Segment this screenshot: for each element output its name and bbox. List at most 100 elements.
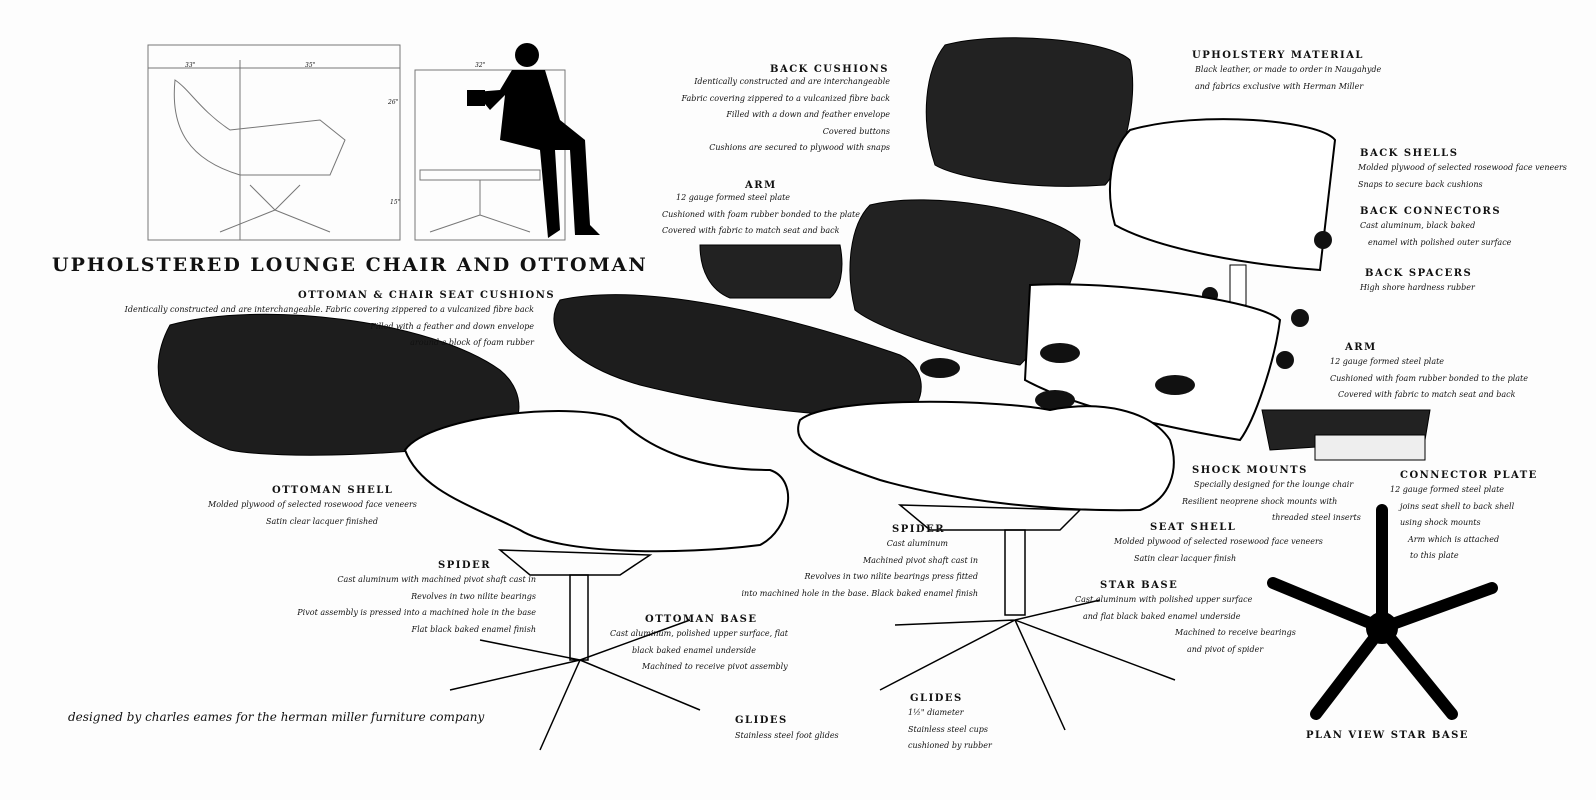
text-line: Flat black baked enamel finish xyxy=(411,624,536,634)
text-line: and fabrics exclusive with Herman Miller xyxy=(1195,81,1364,91)
arm-right-text: 12 gauge formed steel plate Cushioned wi… xyxy=(1330,354,1528,404)
child-silhouette-icon xyxy=(467,43,600,238)
back-connectors-heading: BACK CONNECTORS xyxy=(1360,206,1502,217)
text-line: joins seat shell to back shell xyxy=(1400,501,1515,511)
ottoman-base xyxy=(449,549,701,751)
dimension-label: 35" xyxy=(305,62,316,69)
ottoman-shell-text: Molded plywood of selected rosewood face… xyxy=(208,497,417,530)
text-line: Cushions are secured to plywood with sna… xyxy=(709,143,890,152)
back-cushions-text: Identically constructed and are intercha… xyxy=(682,74,891,157)
dimension-label: 26" xyxy=(388,99,399,106)
dimension-drawing xyxy=(147,44,566,241)
ottoman-shell-heading: OTTOMAN SHELL xyxy=(272,485,394,496)
plan-view-star-base-icon xyxy=(1267,504,1498,720)
text-line: and flat black baked enamel underside xyxy=(1083,611,1241,621)
text-line: Machined pivot shaft cast in xyxy=(862,555,978,565)
text-line: Covered with fabric to match seat and ba… xyxy=(662,226,840,235)
arm-left-heading: ARM xyxy=(745,180,777,191)
back-spacers-text: High shore hardness rubber xyxy=(1360,280,1475,297)
spider-mid-heading: SPIDER xyxy=(892,524,946,535)
shock-mounts-heading: SHOCK MOUNTS xyxy=(1192,465,1308,476)
shock-mounts-text: Specially designed for the lounge chair … xyxy=(1182,477,1361,527)
star-base xyxy=(879,504,1176,731)
text-line: Revolves in two nilite bearings xyxy=(411,591,536,601)
text-line: Resilient neoprene shock mounts with xyxy=(1182,496,1338,506)
arm-left-text: 12 gauge formed steel plate Cushioned wi… xyxy=(662,190,860,240)
text-line: to this plate xyxy=(1410,551,1459,560)
glides-mid-text: 1½" diameter Stainless steel cups cushio… xyxy=(908,705,992,755)
text-line: using shock mounts xyxy=(1400,518,1481,527)
text-line: Fabric covering zippered to a vulcanized… xyxy=(681,93,891,103)
back-spacers-heading: BACK SPACERS xyxy=(1365,268,1473,279)
seat-back-cushion xyxy=(849,199,1081,366)
glides-mid-heading: GLIDES xyxy=(910,693,963,704)
spider-mid-text: Cast aluminum Machined pivot shaft cast … xyxy=(742,536,979,602)
text-line: Machined to receive pivot assembly xyxy=(642,662,788,671)
text-line: 12 gauge formed steel plate xyxy=(1330,357,1445,366)
upholstery-heading: UPHOLSTERY MATERIAL xyxy=(1192,50,1364,61)
text-line: Filled with a feather and down envelope xyxy=(370,321,534,331)
dimension-label: 33" xyxy=(185,62,196,69)
arm-right xyxy=(1261,409,1431,461)
upholstery-text: Black leather, or made to order in Nauga… xyxy=(1195,62,1381,95)
connector-plate-text: 12 gauge formed steel plate joins seat s… xyxy=(1390,482,1514,565)
back-connectors-text: Cast aluminum, black baked enamel with p… xyxy=(1360,218,1511,251)
text-line: around a block of foam rubber xyxy=(410,338,534,347)
text-line: Machined to receive bearings xyxy=(1175,628,1296,637)
text-line: threaded steel inserts xyxy=(1272,513,1361,522)
ottoman-base-text: Cast aluminum, polished upper surface, f… xyxy=(610,626,788,676)
seat-shell-heading: SEAT SHELL xyxy=(1150,522,1237,533)
text-line: Molded plywood of selected rosewood face… xyxy=(1358,163,1567,172)
glides-left-heading: GLIDES xyxy=(735,715,788,726)
plan-view-heading: PLAN VIEW STAR BASE xyxy=(1306,730,1469,741)
ottoman-shell xyxy=(403,410,789,553)
seat-shell xyxy=(797,400,1175,512)
text-line: and pivot of spider xyxy=(1187,644,1264,654)
text-line: cushioned by rubber xyxy=(908,741,992,750)
text-line: Cast aluminum, black baked xyxy=(1360,221,1476,230)
text-line: Satin clear lacquer finished xyxy=(266,516,378,526)
text-line: Covered with fabric to match seat and ba… xyxy=(1338,390,1516,399)
star-base-heading: STAR BASE xyxy=(1100,580,1179,591)
text-line: Revolves in two nilite bearings press fi… xyxy=(804,572,978,581)
page-title: UPHOLSTERED LOUNGE CHAIR AND OTTOMAN xyxy=(52,254,648,276)
spider-left-heading: SPIDER xyxy=(438,560,492,571)
text-line: Molded plywood of selected rosewood face… xyxy=(208,500,417,509)
seat-cushions-text: Identically constructed and are intercha… xyxy=(125,302,534,352)
text-line: Filled with a down and feather envelope xyxy=(726,110,890,119)
dimension-label: 32" xyxy=(475,62,486,69)
back-shells-heading: BACK SHELLS xyxy=(1360,148,1459,159)
seat-cushions-heading: OTTOMAN & CHAIR SEAT CUSHIONS xyxy=(298,290,556,301)
ottoman-base-heading: OTTOMAN BASE xyxy=(645,614,758,625)
text-line: 12 gauge formed steel plate xyxy=(676,193,791,202)
text-line: Specially designed for the lounge chair xyxy=(1194,480,1354,489)
text-line: Identically constructed and are intercha… xyxy=(124,305,534,314)
text-line: Arm which is attached xyxy=(1408,534,1500,544)
text-line: Pivot assembly is pressed into a machine… xyxy=(297,608,536,617)
back-shell xyxy=(1109,118,1337,306)
arm-right-heading: ARM xyxy=(1345,342,1377,353)
text-line: 1½" diameter xyxy=(908,708,964,717)
text-line: into machined hole in the base. Black ba… xyxy=(741,588,979,598)
text-line: Black leather, or made to order in Nauga… xyxy=(1195,65,1382,74)
seat-shell-text: Molded plywood of selected rosewood face… xyxy=(1114,534,1323,567)
text-line: Cushioned with foam rubber bonded to the… xyxy=(662,209,860,219)
text-line: High shore hardness rubber xyxy=(1360,283,1475,292)
back-cushion-top xyxy=(925,37,1134,187)
connector-plate-heading: CONNECTOR PLATE xyxy=(1400,470,1538,481)
text-line: Molded plywood of selected rosewood face… xyxy=(1114,537,1323,546)
text-line: Satin clear lacquer finish xyxy=(1134,553,1237,563)
shock-mounts xyxy=(920,343,1195,410)
text-line: Cushioned with foam rubber bonded to the… xyxy=(1330,373,1528,383)
back-cushions-heading: BACK CUSHIONS xyxy=(770,64,889,75)
back-shells-text: Molded plywood of selected rosewood face… xyxy=(1358,160,1567,193)
credit-line: designed by charles eames for the herman… xyxy=(68,710,485,724)
arm-left xyxy=(699,244,843,299)
text-line: Snaps to secure back cushions xyxy=(1358,179,1483,189)
text-line: Cast aluminum with polished upper surfac… xyxy=(1075,595,1253,604)
text-line: Stainless steel cups xyxy=(908,724,988,734)
text-line: Cast aluminum xyxy=(886,539,948,548)
text-line: Cast aluminum with machined pivot shaft … xyxy=(337,575,536,584)
